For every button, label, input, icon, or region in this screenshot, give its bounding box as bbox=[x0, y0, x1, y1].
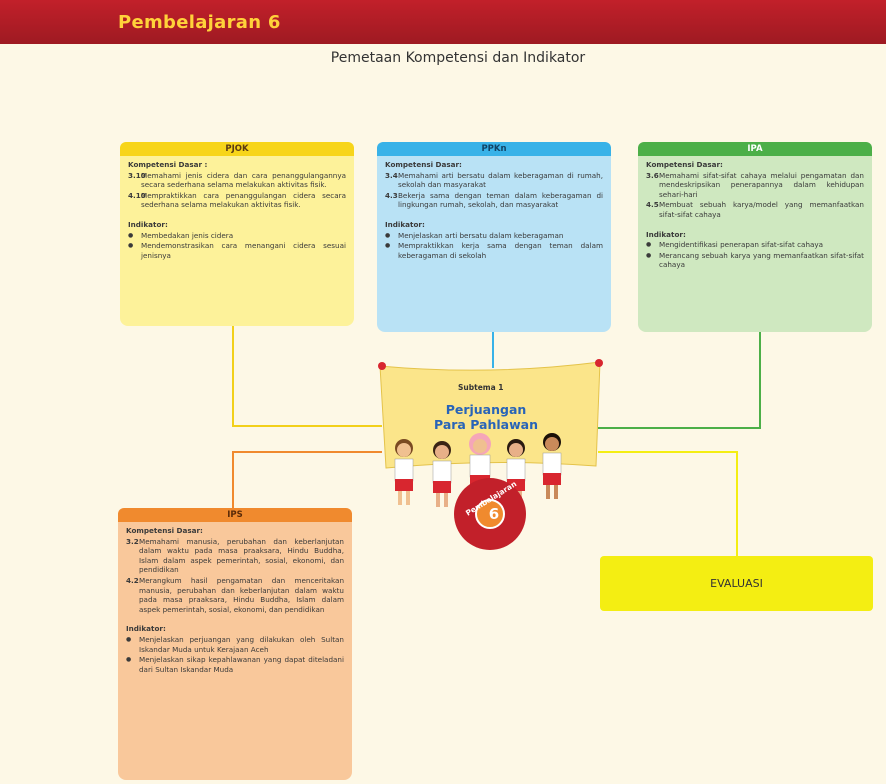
line-pjok bbox=[232, 326, 382, 427]
child-figure bbox=[542, 433, 562, 499]
subtema-label: Subtema 1 bbox=[458, 383, 504, 392]
ipa-ind-item: ●Mengidentifikasi penerapan sifat-sifat … bbox=[646, 240, 824, 250]
ips-ind-item: ●Menjelaskan sikap kepahlawanan yang dap… bbox=[126, 655, 344, 674]
pjok-kd-label: Kompetensi Dasar : bbox=[128, 160, 208, 169]
pjok-ind-label: Indikator: bbox=[128, 219, 168, 229]
child-figure bbox=[432, 441, 452, 507]
pjok-ind-item: ●Membedakan jenis cidera bbox=[128, 230, 234, 240]
center-illustration bbox=[378, 359, 603, 550]
ips-ind-item: ●Menjelaskan perjuangan yang dilakukan o… bbox=[126, 634, 344, 654]
child-figure bbox=[394, 439, 414, 505]
ppkn-header: PPKn bbox=[377, 142, 611, 156]
children-figure bbox=[394, 433, 562, 507]
pjok-header: PJOK bbox=[120, 142, 354, 156]
ppkn-ind-item: ●Menjelaskan arti bersatu dalam keberaga… bbox=[385, 230, 564, 240]
ipa-kd-label: Kompetensi Dasar: bbox=[646, 160, 723, 169]
ppkn-ind-item: ●Mempraktikkan kerja sama dengan teman d… bbox=[385, 241, 603, 260]
pjok-ind-item: ●Mendemonstrasikan cara menangani cidera… bbox=[128, 241, 346, 260]
child-figure bbox=[506, 439, 526, 505]
ips-header: IPS bbox=[118, 508, 352, 522]
line-ips bbox=[232, 451, 382, 508]
ipa-ind-item: ●Merancang sebuah karya yang memanfaatka… bbox=[646, 250, 864, 270]
ppkn-kd-label: Kompetensi Dasar: bbox=[385, 160, 462, 169]
ipa-ind-label: Indikator: bbox=[646, 229, 686, 239]
pembelajaran-badge bbox=[454, 478, 526, 550]
header-bar: Pembelajaran 6 bbox=[0, 0, 886, 44]
badge-number: 6 bbox=[488, 505, 500, 523]
subtema-title: Perjuangan Para Pahlawan bbox=[434, 402, 538, 432]
ipa-header: IPA bbox=[638, 142, 872, 156]
pin-left-icon bbox=[378, 362, 386, 370]
ppkn-ind-label: Indikator: bbox=[385, 219, 425, 229]
page-title: Pembelajaran 6 bbox=[118, 12, 281, 33]
evaluasi-box: EVALUASI bbox=[600, 556, 873, 611]
pin-right-icon bbox=[595, 359, 603, 367]
page-subtitle: Pemetaan Kompetensi dan Indikator bbox=[330, 50, 586, 66]
line-ipa bbox=[598, 332, 761, 429]
ips-ind-label: Indikator: bbox=[126, 624, 166, 634]
line-eval bbox=[598, 451, 738, 556]
ips-kd-label: Kompetensi Dasar: bbox=[126, 526, 203, 535]
